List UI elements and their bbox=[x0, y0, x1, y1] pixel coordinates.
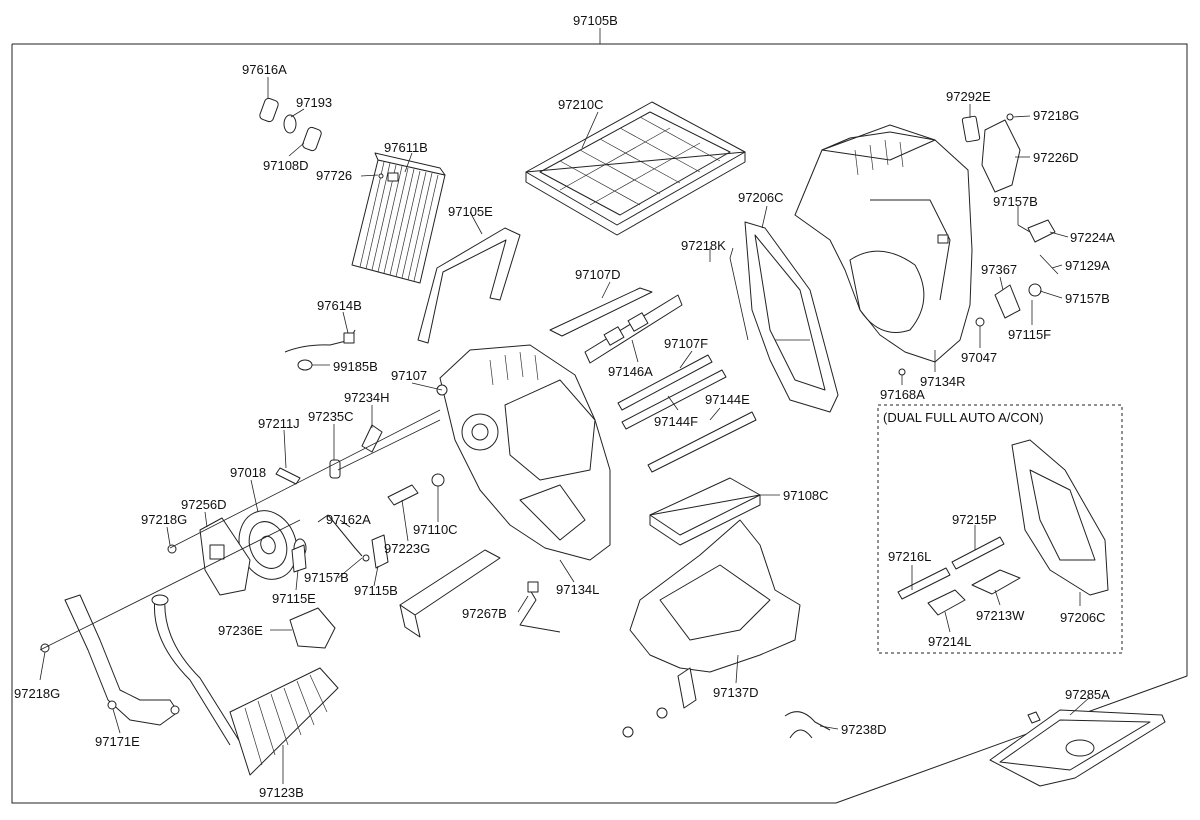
part-label: 97144E bbox=[705, 392, 750, 407]
part-label: 97115F bbox=[1008, 327, 1051, 342]
assembly-frame bbox=[11, 43, 1188, 804]
part-label: 97108C bbox=[783, 488, 829, 503]
part-label: 97115B bbox=[354, 583, 398, 598]
part-shapes bbox=[40, 97, 1166, 787]
dual-auto-inset-box bbox=[877, 404, 1123, 654]
part-label: 97236E bbox=[218, 623, 263, 638]
part-label: 97213W bbox=[976, 608, 1025, 623]
assembly-label: 97105B bbox=[573, 13, 618, 28]
part-label: 97047 bbox=[961, 350, 997, 365]
part-label: 97292E bbox=[946, 89, 991, 104]
part-label: 97107 bbox=[391, 368, 427, 383]
leader-lines bbox=[39, 77, 1091, 784]
part-label: 97218K bbox=[681, 238, 726, 253]
part-label: 97168A bbox=[880, 387, 925, 402]
part-label: 97146A bbox=[608, 364, 653, 379]
part-label: 97162A bbox=[326, 512, 371, 527]
part-label: 97616A bbox=[242, 62, 287, 77]
part-label: 97218G bbox=[1033, 108, 1079, 123]
part-label: 97157B bbox=[1065, 291, 1110, 306]
part-label: 97018 bbox=[230, 465, 266, 480]
part-label: 97108D bbox=[263, 158, 309, 173]
part-label: 97256D bbox=[181, 497, 227, 512]
part-label: 97110C bbox=[413, 522, 458, 537]
part-label: 97367 bbox=[981, 262, 1017, 277]
part-labels: 97105B 97616A 97193 97108D 97611B 97726 … bbox=[14, 13, 1115, 800]
part-label: 97107F bbox=[664, 336, 708, 351]
part-label: 97123B bbox=[259, 785, 304, 800]
part-label: 97193 bbox=[296, 95, 332, 110]
part-label: 97214L bbox=[928, 634, 971, 649]
inset-title: (DUAL FULL AUTO A/CON) bbox=[883, 410, 1044, 425]
part-label: 97235C bbox=[308, 409, 354, 424]
part-label: 97206C bbox=[738, 190, 784, 205]
part-label: 97614B bbox=[317, 298, 362, 313]
part-label: 97216L bbox=[888, 549, 931, 564]
part-label: 97134L bbox=[556, 582, 599, 597]
part-label: 97157B bbox=[304, 570, 349, 585]
part-label: 97134R bbox=[920, 374, 966, 389]
part-label: 97129A bbox=[1065, 258, 1110, 273]
part-label: 97218G bbox=[14, 686, 60, 701]
part-label: 97105E bbox=[448, 204, 493, 219]
part-label: 97234H bbox=[344, 390, 390, 405]
part-label: 97206C bbox=[1060, 610, 1106, 625]
part-label: 97144F bbox=[654, 414, 698, 429]
part-label: 97115E bbox=[272, 591, 316, 606]
part-label: 97218G bbox=[141, 512, 187, 527]
part-label: 97171E bbox=[95, 734, 140, 749]
part-label: 97107D bbox=[575, 267, 621, 282]
part-label: 97611B bbox=[384, 140, 428, 155]
part-label: 97726 bbox=[316, 168, 352, 183]
part-label: 97215P bbox=[952, 512, 997, 527]
part-label: 97285A bbox=[1065, 687, 1110, 702]
part-label: 99185B bbox=[333, 359, 378, 374]
part-label: 97226D bbox=[1033, 150, 1079, 165]
part-label: 97267B bbox=[462, 606, 507, 621]
part-label: 97223G bbox=[384, 541, 430, 556]
part-label: 97137D bbox=[713, 685, 759, 700]
part-label: 97238D bbox=[841, 722, 887, 737]
part-label: 97211J bbox=[258, 416, 300, 431]
part-label: 97210C bbox=[558, 97, 604, 112]
part-label: 97157B bbox=[993, 194, 1038, 209]
part-label: 97224A bbox=[1070, 230, 1115, 245]
